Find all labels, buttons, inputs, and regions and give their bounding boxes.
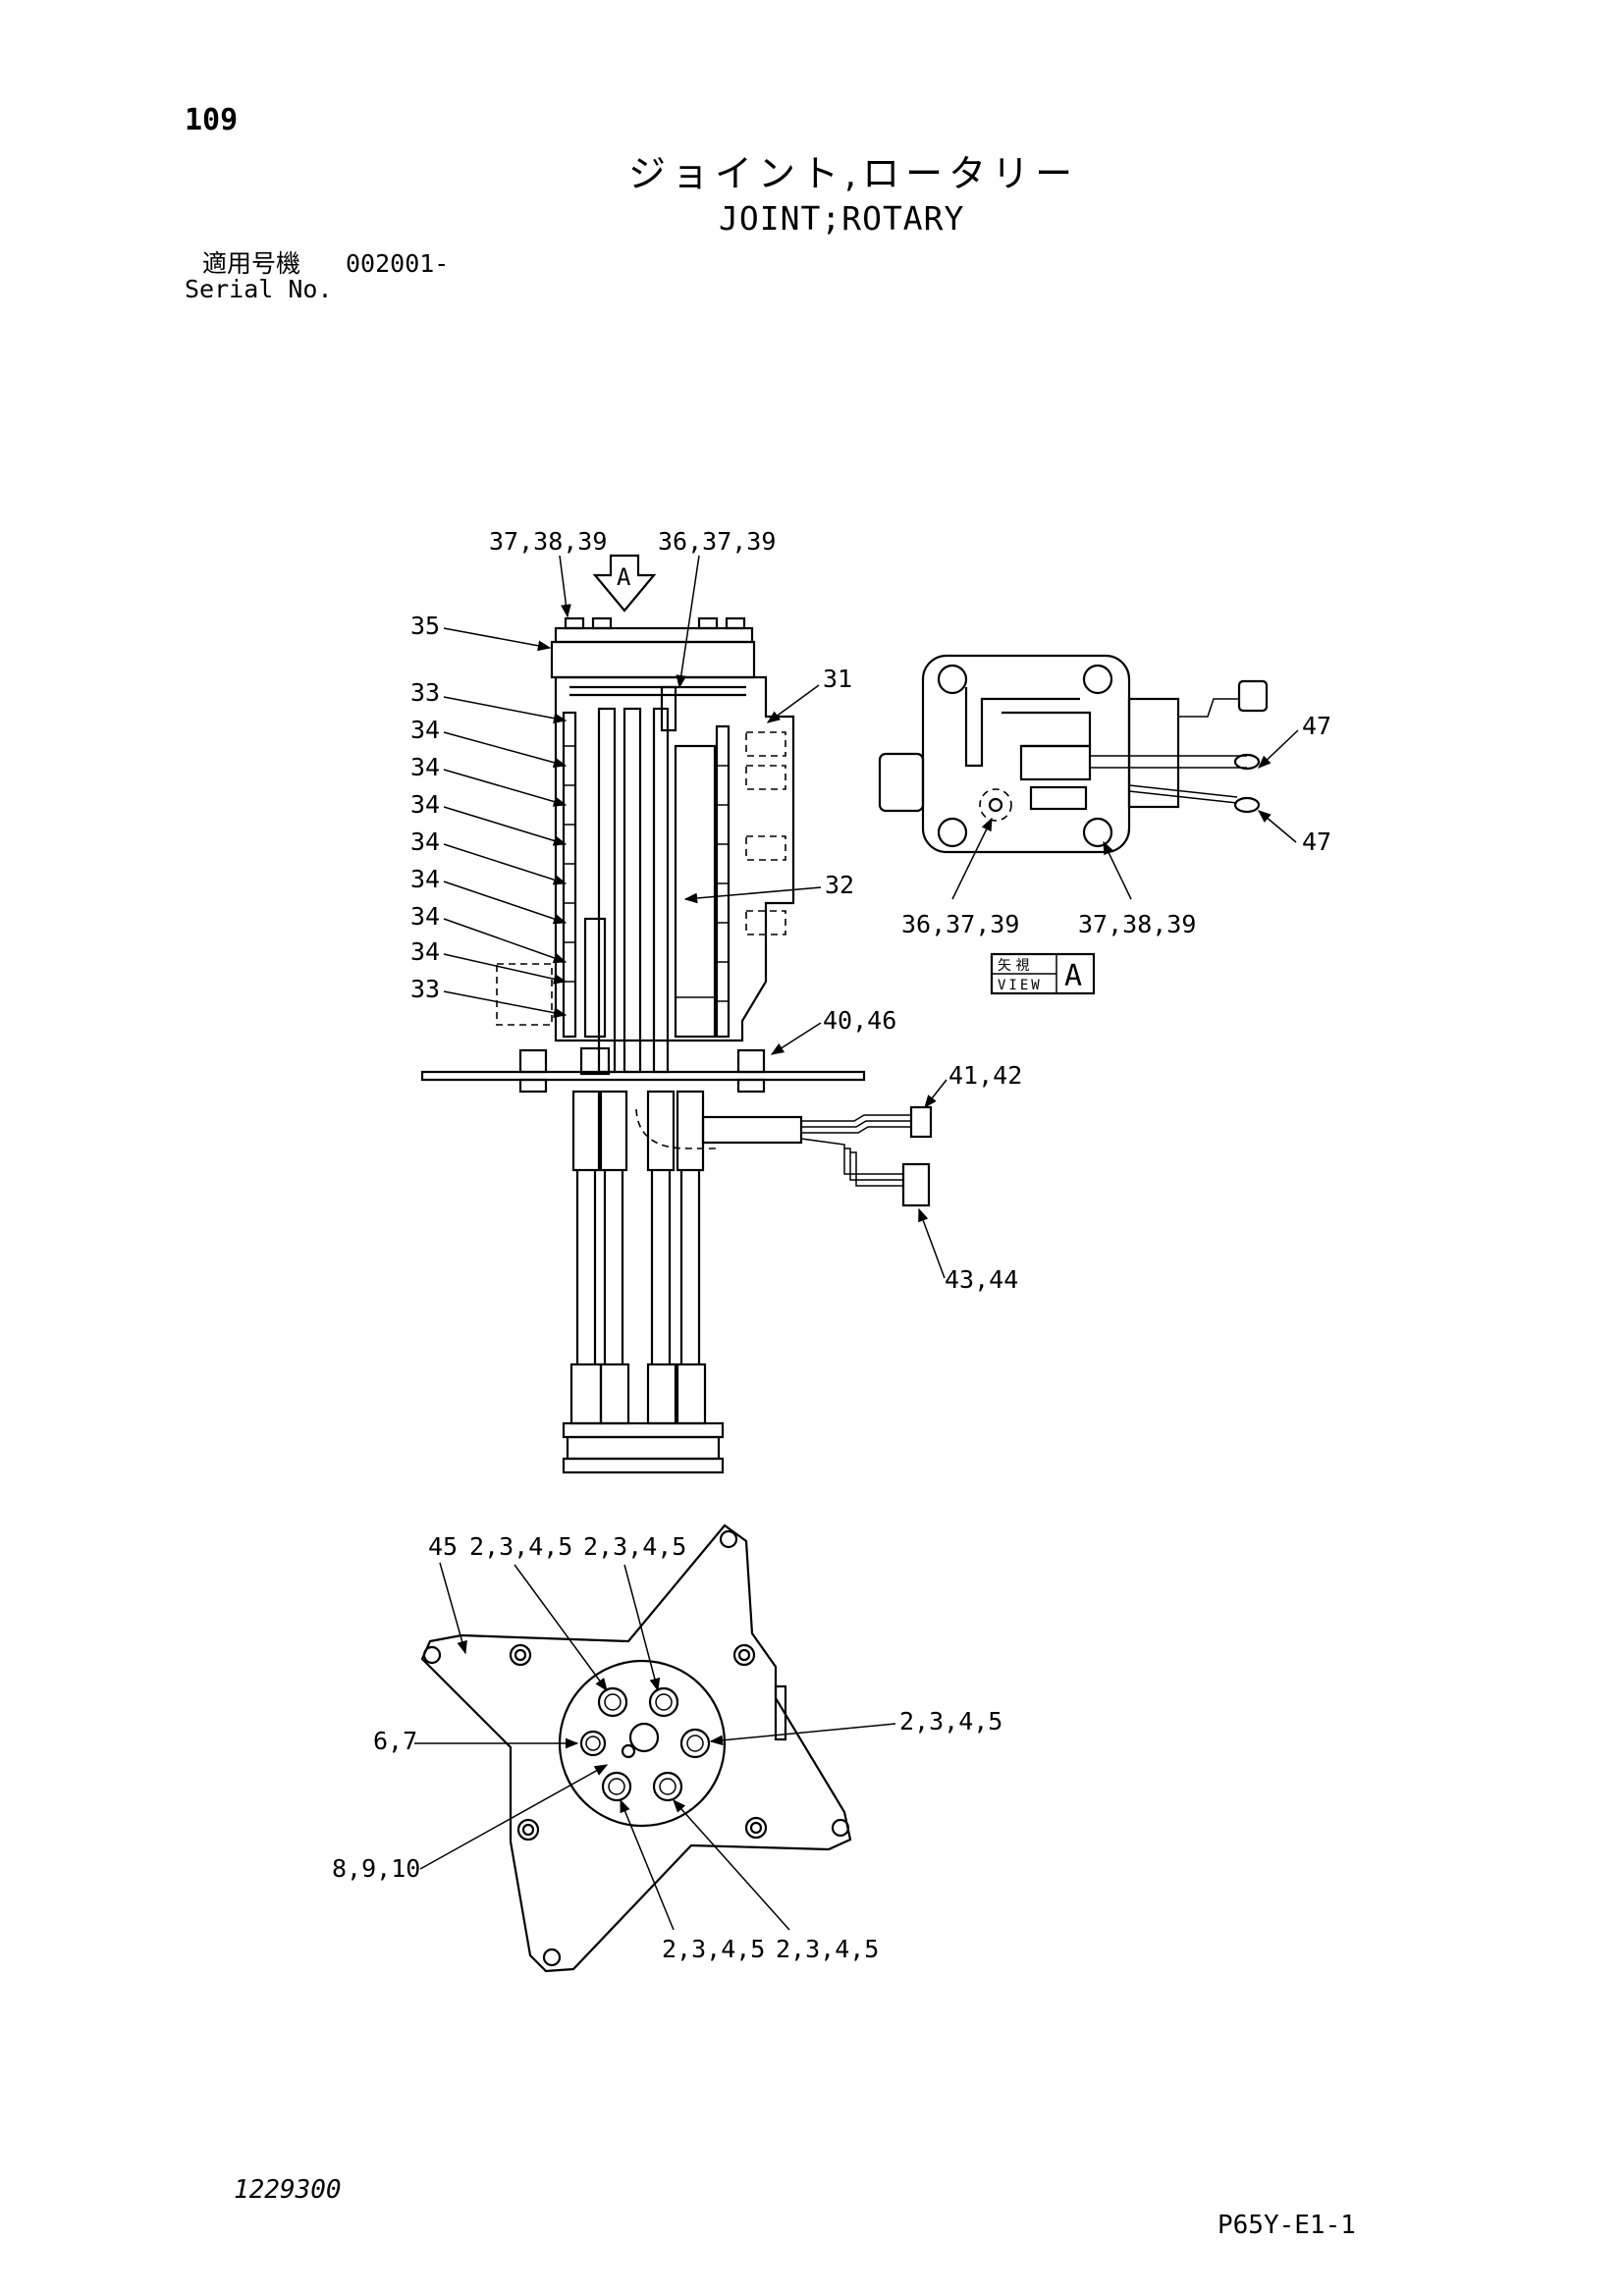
callout-base-2345-b: 2,3,4,5 (583, 1532, 686, 1561)
callout-40-46: 40,46 (823, 1006, 896, 1035)
callout-view-36-37-39: 36,37,39 (901, 910, 1019, 938)
callout-35: 35 (410, 612, 440, 640)
callout-31: 31 (823, 665, 852, 693)
callout-34-2: 34 (410, 753, 440, 781)
arrow-letter-a: A (617, 563, 631, 591)
leader-lines (414, 555, 1299, 1931)
callout-47-top: 47 (1302, 712, 1331, 740)
callout-41-42: 41,42 (948, 1061, 1022, 1090)
callout-view-37-38-39: 37,38,39 (1078, 910, 1196, 938)
ring-grooves-left (562, 711, 577, 1039)
callout-34-7: 34 (410, 937, 440, 966)
title-english: JOINT;ROTARY (719, 199, 965, 238)
callout-45: 45 (428, 1532, 458, 1561)
callout-base-2345-bl: 2,3,4,5 (662, 1935, 765, 1963)
page-code: P65Y-E1-1 (1218, 2211, 1356, 2240)
callout-top-right: 36,37,39 (658, 527, 776, 556)
callout-32: 32 (825, 871, 854, 899)
view-label-japanese: 矢 視 (998, 958, 1029, 974)
callout-34-5: 34 (410, 865, 440, 893)
page-number: 109 (185, 103, 239, 137)
callout-34-3: 34 (410, 790, 440, 819)
callout-labels: 37,38,39 36,37,39 35 33 34 34 34 34 34 3… (332, 527, 1331, 1963)
serial-label-english: Serial No. (185, 275, 333, 303)
drawing-number: 1229300 (234, 2175, 342, 2205)
callout-33-bottom: 33 (410, 975, 440, 1003)
view-label-english: VIEW (998, 978, 1043, 993)
callout-34-4: 34 (410, 828, 440, 856)
callout-33-top: 33 (410, 678, 440, 707)
serial-value: 002001- (346, 249, 450, 278)
callout-base-2345-right: 2,3,4,5 (899, 1707, 1002, 1735)
ring-grooves-right (715, 724, 731, 1039)
view-a-top-view (878, 654, 1269, 995)
callout-47-bottom: 47 (1302, 828, 1331, 856)
callout-34-6: 34 (410, 902, 440, 931)
callout-top-left: 37,38,39 (489, 527, 607, 556)
callout-8-9-10: 8,9,10 (332, 1854, 420, 1883)
callout-34-1: 34 (410, 716, 440, 744)
rotary-joint-side-view (420, 554, 933, 1474)
callout-base-2345-br: 2,3,4,5 (776, 1935, 879, 1963)
callout-43-44: 43,44 (945, 1265, 1018, 1294)
title-japanese: ジョイント,ロータリー (628, 152, 1079, 195)
callout-base-2345-a: 2,3,4,5 (469, 1532, 572, 1561)
callout-6-7: 6,7 (373, 1727, 417, 1755)
view-letter-a: A (1064, 959, 1082, 993)
serial-label-japanese: 適用号機 (202, 249, 301, 278)
base-plate-view (420, 1523, 852, 1973)
